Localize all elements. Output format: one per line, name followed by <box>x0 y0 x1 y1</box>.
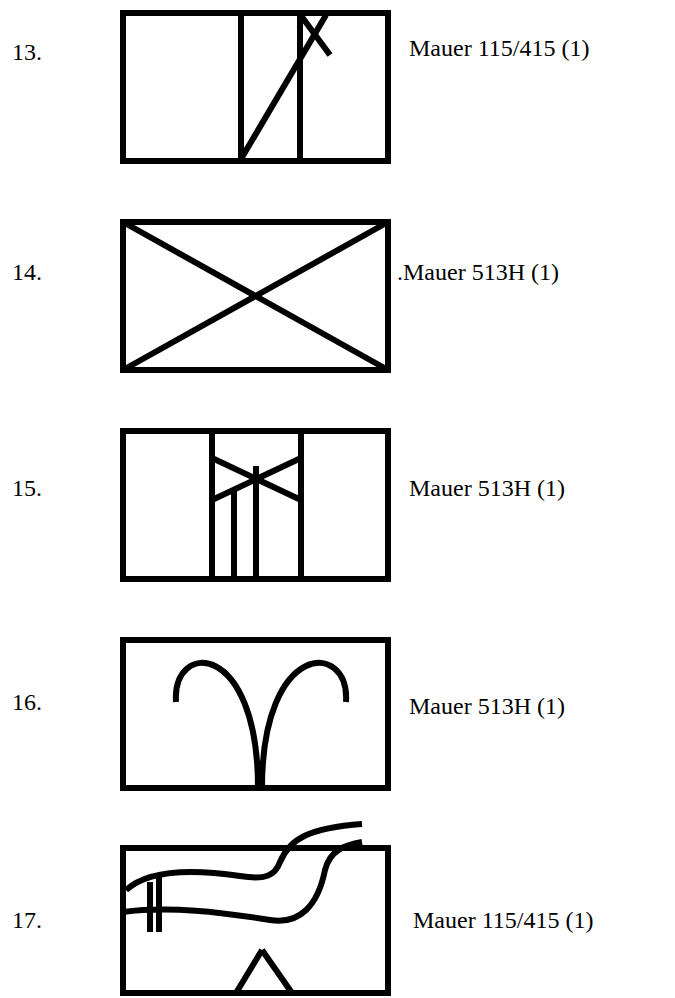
item-number: 17. <box>12 907 42 933</box>
wall-reference: .Mauer 513H (1) <box>397 259 559 285</box>
sign-glyph <box>241 13 330 161</box>
item-number: 14. <box>12 259 42 285</box>
sign-glyph <box>123 824 362 993</box>
item-number: 15. <box>12 475 42 501</box>
sign-glyph <box>123 222 388 370</box>
sign-frame <box>123 222 388 370</box>
sign-frame <box>123 640 388 788</box>
item-number: 16. <box>12 689 42 715</box>
wall-reference: Mauer 115/415 (1) <box>409 35 589 61</box>
sign-glyph <box>176 663 346 788</box>
wall-reference: Mauer 115/415 (1) <box>413 907 593 933</box>
sign-frame <box>123 13 388 161</box>
sign-glyph <box>212 431 301 579</box>
wall-reference: Mauer 513H (1) <box>409 475 565 501</box>
item-number: 13. <box>12 39 42 65</box>
sign-frame <box>123 431 388 579</box>
wall-reference: Mauer 513H (1) <box>409 693 565 719</box>
